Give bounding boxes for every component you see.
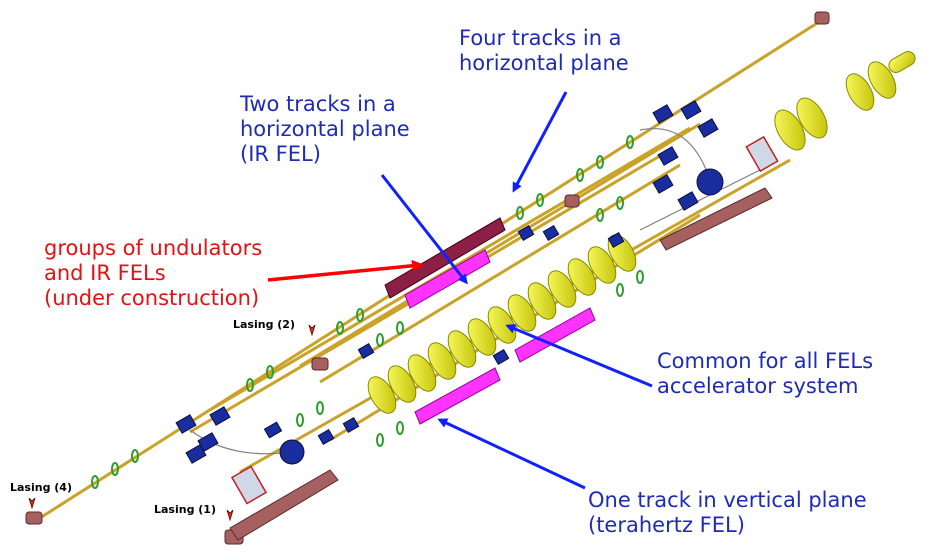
loop-lines [189, 128, 761, 455]
lasing-4-icon [28, 497, 36, 510]
ir-fel-undulator [404, 249, 491, 309]
loop-right [639, 128, 711, 181]
horizontal-track-a [209, 126, 691, 412]
label-lasing-4: Lasing (4) [10, 481, 72, 494]
lasing-2-icon [308, 324, 316, 337]
label-lasing-1: Lasing (1) [154, 503, 216, 516]
terahertz-pipe-upper [659, 187, 773, 251]
quadrupoles [91, 135, 644, 489]
label-lasing-2: Lasing (2) [233, 318, 295, 331]
label-four-tracks: Four tracks in a horizontal plane [459, 26, 629, 75]
label-two-tracks: Two tracks in a horizontal plane (IR FEL… [240, 92, 410, 166]
end-flanges [25, 11, 830, 545]
injectors [230, 135, 779, 505]
flange-lasing-2 [311, 357, 329, 371]
arrow-one-track [437, 418, 586, 490]
terahertz-pipe-lower [229, 469, 339, 541]
undulators [384, 217, 596, 425]
label-undulators: groups of undulators and IR FELs (under … [44, 236, 263, 310]
injector-upper [745, 135, 779, 173]
lasing-1-icon [226, 509, 234, 522]
terahertz-undulator-1 [414, 367, 501, 425]
terahertz-undulator-2 [514, 307, 596, 363]
label-common-accelerator: Common for all FELs accelerator system [657, 349, 874, 398]
bending-magnets [175, 100, 724, 465]
callout-arrows [267, 91, 653, 490]
arrow-four-tracks [512, 91, 568, 193]
ir-track-middle [319, 163, 681, 384]
bypass-line [639, 169, 761, 231]
lasing-markers [28, 324, 316, 522]
arrow-undulators [267, 259, 424, 282]
loop-left [189, 429, 291, 455]
arrow-two-tracks [380, 174, 468, 285]
ir-track-upper [299, 122, 701, 368]
arrow-common [505, 324, 653, 388]
flange-top [814, 11, 830, 25]
label-one-track: One track in vertical plane (terahertz F… [588, 488, 867, 537]
undulator-group-maroon [384, 217, 506, 299]
flange-mid [564, 194, 580, 208]
injector-lower [230, 465, 268, 505]
flange-lasing-4 [25, 511, 43, 525]
accelerator-cavities [367, 51, 916, 414]
